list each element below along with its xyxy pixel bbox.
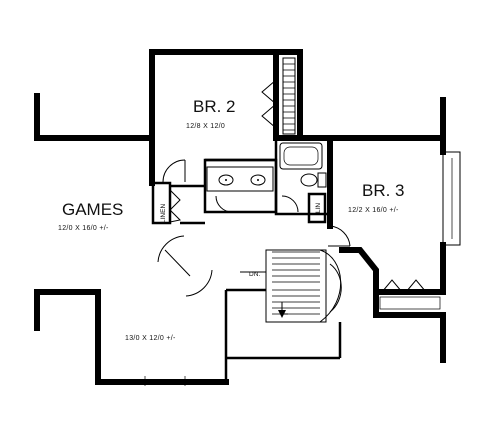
room-name-br2: BR. 2 [193, 97, 236, 116]
linen-closet [151, 181, 205, 225]
room-name-games: GAMES [62, 200, 123, 219]
room-name-br3: BR. 3 [362, 181, 405, 200]
lin-label: LIN [315, 203, 322, 213]
room-dims-br3: 12/2 X 16/0 +/- [348, 207, 399, 214]
closet-br2 [261, 57, 296, 135]
stair-down-label: DN. [249, 271, 260, 278]
room-dims-games: 12/0 X 16/0 +/- [58, 225, 109, 232]
room-dims-br2: 12/8 X 12/0 [186, 123, 225, 130]
window-br3 [442, 151, 461, 246]
room-dims-loft: 13/0 X 12/0 +/- [125, 335, 176, 342]
loft-window [130, 376, 200, 386]
bathroom [203, 136, 332, 224]
stair [224, 249, 342, 358]
linen-label: LINEN [160, 204, 167, 223]
doors [157, 159, 351, 297]
closet-br3 [379, 279, 441, 310]
